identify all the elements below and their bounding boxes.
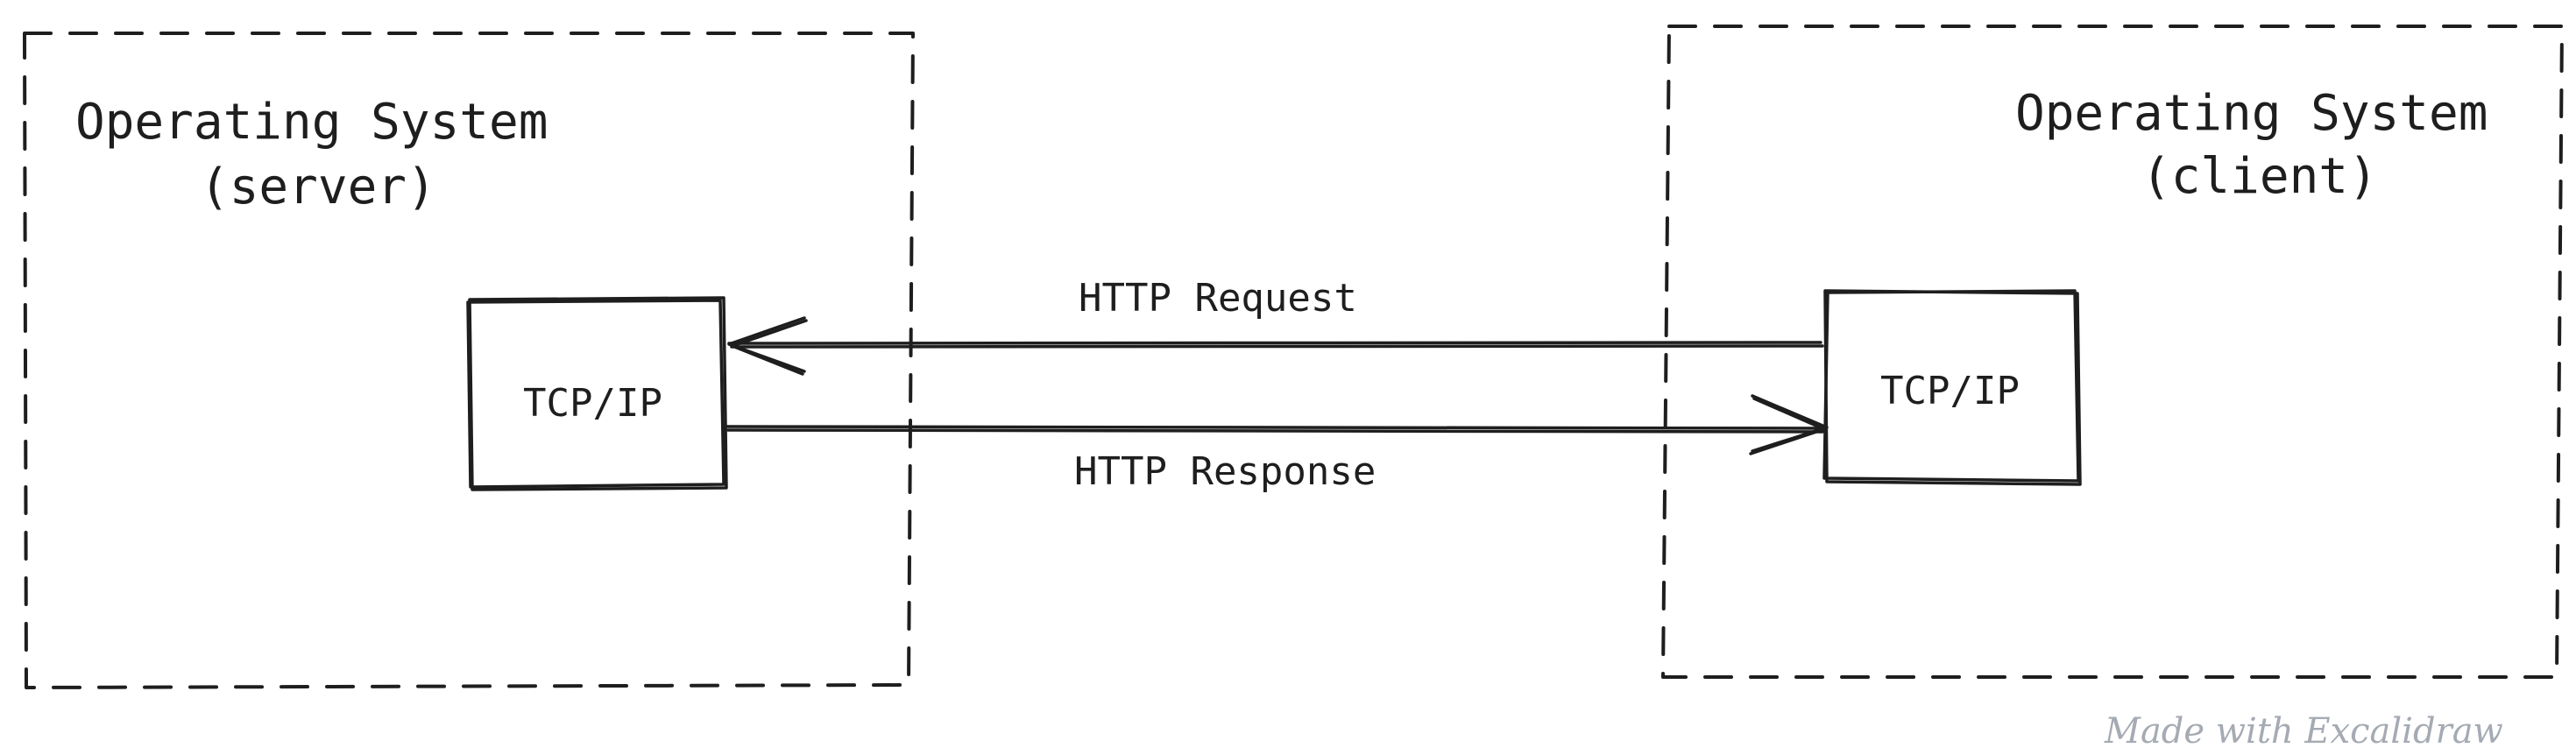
client-tcpip-label: TCP/IP [1880,369,2020,413]
server-tcpip-label: TCP/IP [523,381,662,426]
server-os-container[interactable] [23,32,915,689]
server-os-title-line2: (server) [200,159,436,215]
http-request-arrow[interactable] [727,316,1824,376]
client-os-title-line2: (client) [2141,148,2378,205]
http-response-arrow[interactable] [725,394,1829,455]
client-tcpip-box[interactable] [1822,289,2082,486]
client-os-container[interactable] [1661,25,2564,679]
http-response-label: HTTP Response [1074,449,1376,494]
excalidraw-watermark: Made with Excalidraw [2104,711,2503,751]
server-os-title-line1: Operating System [75,94,548,151]
client-os-title-line1: Operating System [2015,85,2488,142]
server-tcpip-box[interactable] [466,296,728,491]
http-request-label: HTTP Request [1079,276,1357,321]
